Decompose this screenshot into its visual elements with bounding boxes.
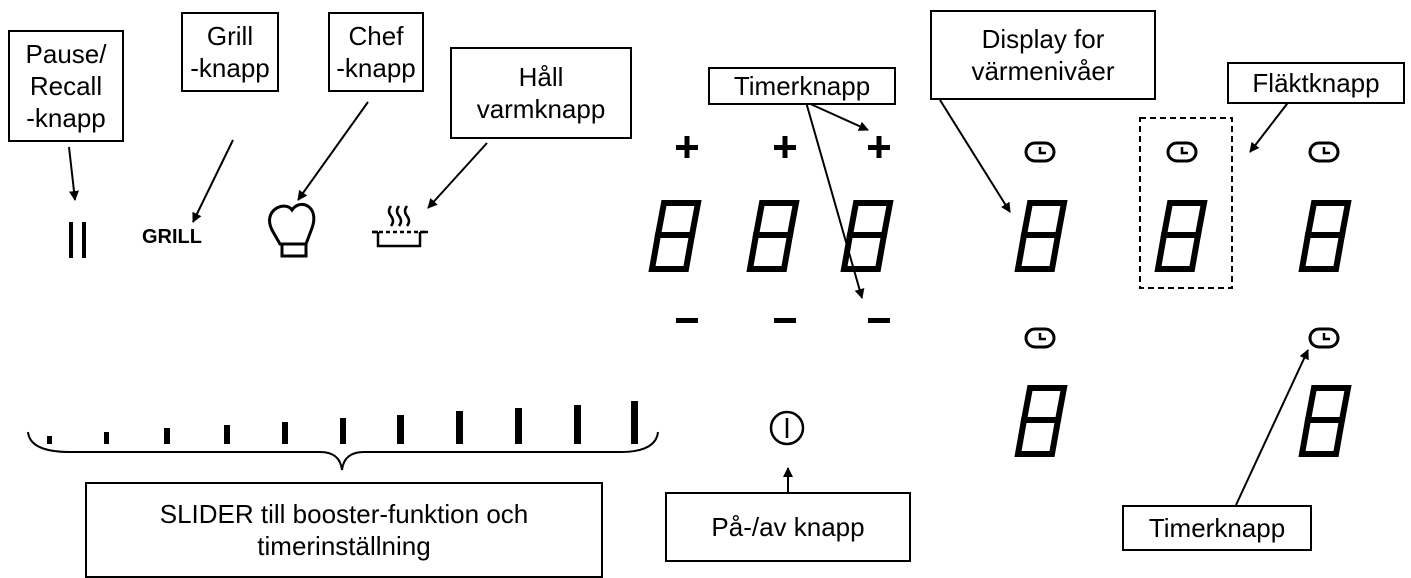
- fan-zone-highlight: [1139, 117, 1233, 289]
- power-icon[interactable]: [769, 410, 805, 446]
- heat-level-digit: [1018, 388, 1064, 454]
- arrow: [1249, 99, 1291, 153]
- power-button-label: På-/av knapp: [665, 492, 911, 562]
- plus-icon[interactable]: [868, 136, 890, 158]
- pause-icon[interactable]: [69, 222, 86, 258]
- minus-icon[interactable]: [868, 318, 890, 323]
- control-panel-diagram: GRILL: [27, 99, 1411, 506]
- clock-icon[interactable]: [1308, 141, 1340, 163]
- timer-button-label-top: Timerknapp: [708, 67, 896, 105]
- clock-icon[interactable]: [1024, 141, 1056, 163]
- arrow: [805, 101, 869, 131]
- chef-button-label: Chef -knapp: [328, 12, 424, 92]
- heat-level-digit: [1018, 203, 1064, 269]
- heat-level-digit: [1158, 203, 1204, 269]
- keep-warm-label: Håll varmknapp: [450, 47, 632, 139]
- arrow: [297, 101, 369, 201]
- heat-level-digit: [1302, 203, 1348, 269]
- plus-icon[interactable]: [774, 136, 796, 158]
- slider-bars[interactable]: [47, 401, 638, 444]
- grill-icon[interactable]: GRILL: [142, 226, 202, 248]
- arrow: [68, 146, 79, 201]
- timer-digit-1: [652, 203, 698, 269]
- heat-display-label: Display for värmenivåer: [930, 10, 1156, 100]
- fan-button-label: Fläktknapp: [1227, 62, 1405, 104]
- clock-icon[interactable]: [1308, 327, 1340, 349]
- timer-digit-2: [750, 203, 796, 269]
- chef-hat-icon[interactable]: [268, 203, 316, 258]
- arrow: [427, 142, 488, 209]
- plus-icon[interactable]: [676, 136, 698, 158]
- pause-recall-label: Pause/ Recall -knapp: [8, 30, 124, 142]
- grill-button-label: Grill -knapp: [181, 12, 279, 92]
- arrow: [192, 139, 234, 223]
- arrow: [1235, 349, 1309, 506]
- keep-warm-pot-icon[interactable]: [372, 205, 428, 248]
- timer-button-label-bottom: Timerknapp: [1122, 505, 1312, 551]
- arrow: [939, 99, 1011, 213]
- clock-icon[interactable]: [1166, 141, 1198, 163]
- clock-icon[interactable]: [1024, 327, 1056, 349]
- minus-icon[interactable]: [676, 318, 698, 323]
- slider-brace: [27, 431, 659, 471]
- arrow: [805, 101, 865, 299]
- minus-icon[interactable]: [774, 318, 796, 323]
- heat-level-digit: [1302, 388, 1348, 454]
- slider-label: SLIDER till booster-funktion och timerin…: [85, 482, 603, 578]
